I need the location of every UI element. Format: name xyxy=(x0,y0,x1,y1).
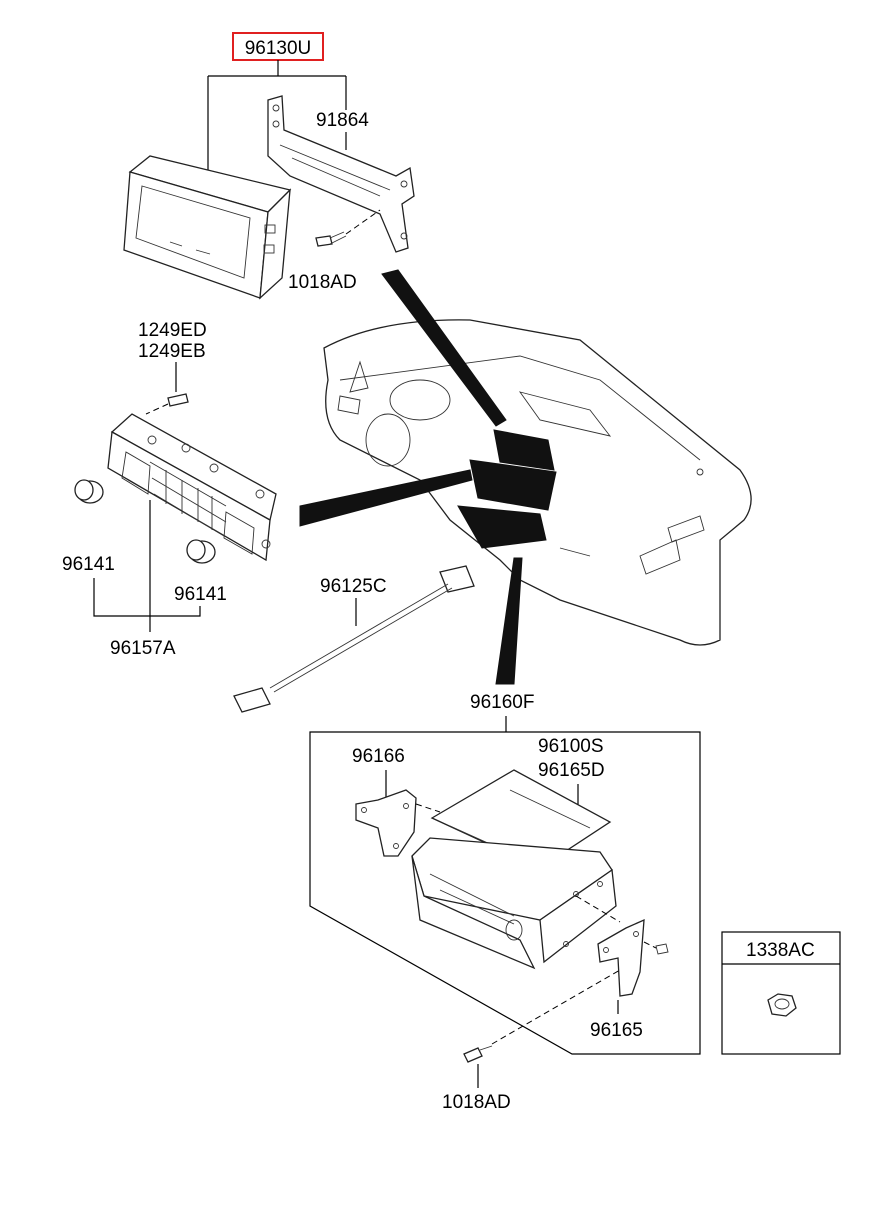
nut-icon xyxy=(767,993,797,1017)
label-1018AD-top[interactable]: 1018AD xyxy=(288,272,357,293)
label-96166[interactable]: 96166 xyxy=(352,746,405,767)
label-1338AC[interactable]: 1338AC xyxy=(746,940,815,961)
label-96125C[interactable]: 96125C xyxy=(320,576,387,597)
leader-96130U xyxy=(207,60,347,170)
nut-box xyxy=(721,931,841,1055)
bracket-left xyxy=(355,789,441,857)
label-96165D[interactable]: 96165D xyxy=(538,760,605,781)
label-96141-right[interactable]: 96141 xyxy=(174,584,227,605)
label-96100S[interactable]: 96100S xyxy=(538,736,604,757)
knob-right xyxy=(186,539,216,564)
label-96160F[interactable]: 96160F xyxy=(470,692,534,713)
label-1018AD-bottom[interactable]: 1018AD xyxy=(442,1092,511,1113)
bracket-right xyxy=(597,918,669,997)
label-96141-left[interactable]: 96141 xyxy=(62,554,115,575)
label-1249ED[interactable]: 1249ED xyxy=(138,320,207,341)
monitor-unit xyxy=(123,155,292,300)
pointer-left xyxy=(299,469,473,527)
mounting-bracket xyxy=(267,95,415,253)
screw-top xyxy=(315,209,381,247)
label-96157A[interactable]: 96157A xyxy=(110,638,176,659)
leader-96157A xyxy=(93,500,201,632)
pointer-bottom xyxy=(495,557,523,685)
heater-control-panel xyxy=(107,413,277,562)
label-91864[interactable]: 91864 xyxy=(316,110,369,131)
dashboard-overview xyxy=(299,269,752,685)
label-96130U[interactable]: 96130U xyxy=(245,38,312,59)
label-96165[interactable]: 96165 xyxy=(590,1020,643,1041)
pointer-top xyxy=(381,269,507,427)
cable-harness xyxy=(233,565,475,713)
audio-group-frame xyxy=(309,731,701,1055)
screw-bottom xyxy=(463,969,621,1063)
audio-unit xyxy=(411,769,621,970)
knob-left xyxy=(74,479,104,504)
label-1249EB[interactable]: 1249EB xyxy=(138,341,206,362)
screw-1249 xyxy=(145,393,189,415)
